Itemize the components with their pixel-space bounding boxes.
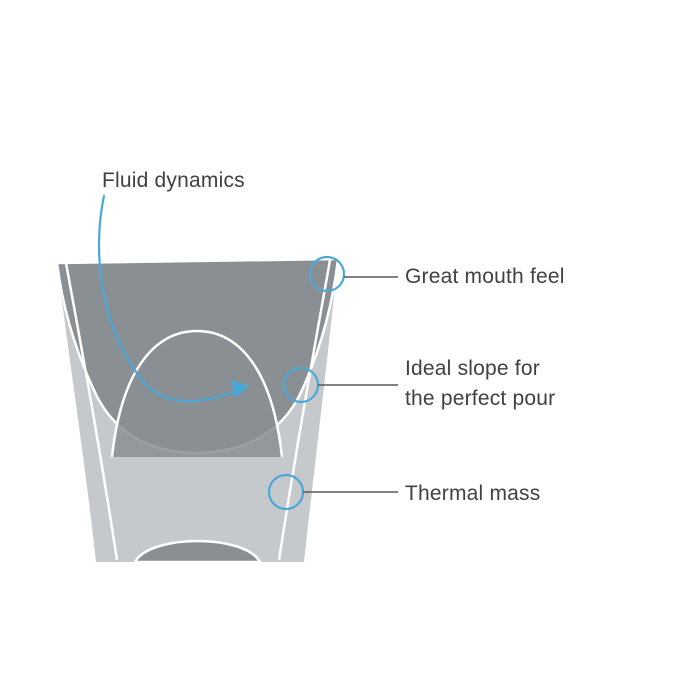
inner-dome-curve [110, 329, 284, 458]
callout-circle-mouth-feel [308, 255, 346, 293]
label-ideal-slope-line2: the perfect pour [405, 387, 556, 410]
label-fluid-dynamics: Fluid dynamics [102, 169, 245, 192]
label-ideal-slope: Ideal slope for the perfect pour [405, 354, 555, 414]
label-thermal-mass: Thermal mass [405, 482, 541, 505]
fluid-flow-arrow [97, 194, 238, 403]
base-thermal-mass [132, 539, 263, 564]
fluid-flow-arrowhead [231, 380, 249, 398]
label-ideal-slope-line1: Ideal slope for [405, 357, 540, 380]
label-great-mouth-feel: Great mouth feel [405, 265, 565, 288]
left-wall-line [64, 262, 119, 561]
